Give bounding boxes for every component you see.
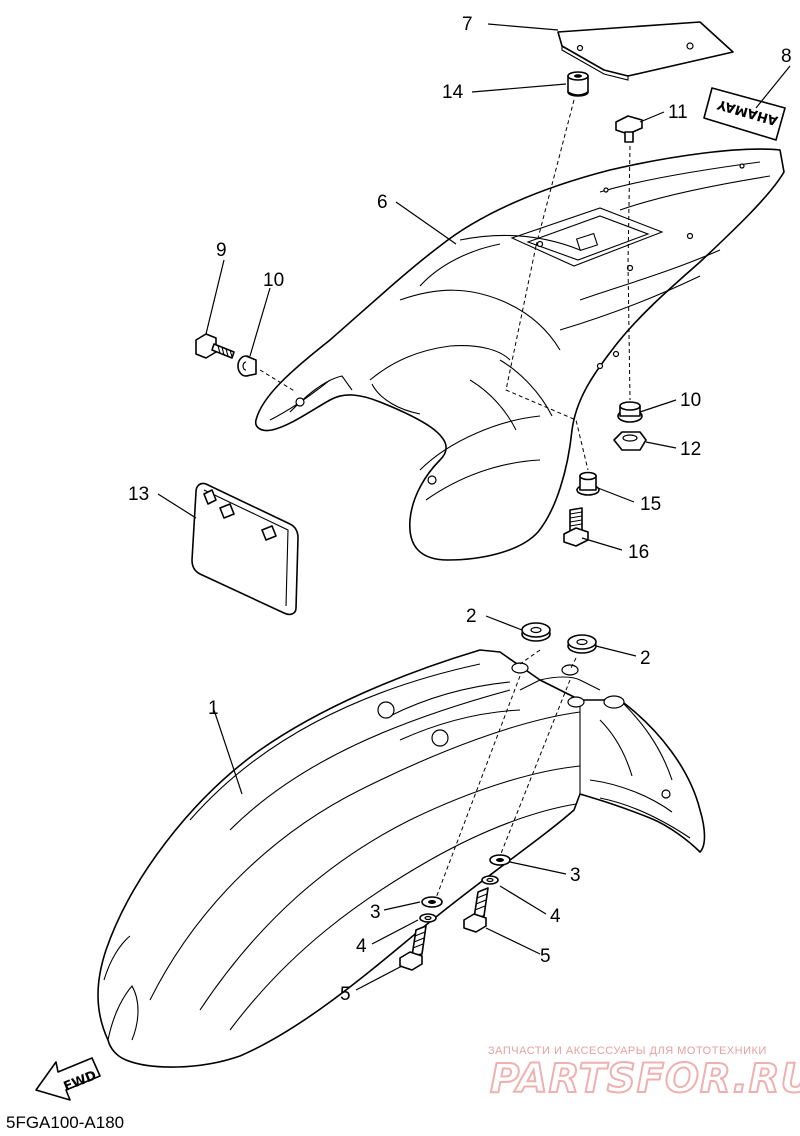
- part-2-washer-left: [521, 622, 551, 642]
- callout-13: 13: [128, 484, 149, 505]
- callouts: 7 14 8 11 6 9 10 10 12 15 16 13 1 2 2 3 …: [128, 14, 792, 1005]
- callout-12: 12: [680, 439, 701, 460]
- callout-3-left: 3: [370, 902, 381, 923]
- callout-9: 9: [216, 240, 227, 261]
- callout-10-left: 10: [263, 270, 284, 291]
- watermark-tagline: ЗАПЧАСТИ И АКСЕССУАРЫ ДЛЯ МОТОТЕХНИКИ: [488, 1045, 767, 1057]
- callout-11: 11: [668, 102, 688, 123]
- callout-4-left: 4: [356, 936, 367, 957]
- part-5-bolt-right: [463, 887, 489, 933]
- part-7-cover-plate: [557, 21, 734, 81]
- part-13-plate: [191, 482, 299, 616]
- callout-10-right: 10: [680, 390, 701, 411]
- part-15-collar: [576, 471, 600, 496]
- part-5-bolt-left: [399, 925, 427, 971]
- part-14-grommet: [567, 71, 589, 97]
- diagram-code: 5FGA100-A180: [6, 1113, 124, 1132]
- part-3-washer-right: [489, 854, 511, 866]
- part-9-bolt: [195, 333, 235, 359]
- part-4-lockwasher-right: [481, 875, 499, 885]
- part-16-bolt: [563, 507, 589, 547]
- fwd-arrow: FWD: [35, 1057, 101, 1101]
- callout-3-right: 3: [570, 865, 581, 886]
- callout-5-left: 5: [340, 984, 351, 1005]
- callout-2-left: 2: [466, 606, 477, 627]
- callout-8: 8: [781, 46, 792, 67]
- callout-4-right: 4: [550, 906, 561, 927]
- callout-2-right: 2: [640, 648, 651, 669]
- leader-lines: [157, 23, 791, 991]
- callout-7: 7: [462, 14, 473, 35]
- part-10-collar-left: [237, 355, 257, 377]
- part-8-emblem: YAMAHA: [703, 87, 786, 141]
- part-2-washer-right: [567, 634, 597, 654]
- callout-15: 15: [640, 494, 661, 515]
- part-3-washer-left: [421, 896, 443, 908]
- callout-14: 14: [442, 82, 464, 103]
- assembly-lines: [259, 99, 631, 899]
- watermark-brand: PARTSFOR.RU: [490, 1056, 800, 1102]
- watermark: ЗАПЧАСТИ И АКСЕССУАРЫ ДЛЯ МОТОТЕХНИКИ PA…: [488, 1045, 800, 1103]
- callout-6: 6: [377, 192, 388, 213]
- part-12-nut: [613, 431, 647, 451]
- part-1-front-fender: [97, 649, 706, 1068]
- part-4-lockwasher-left: [419, 913, 437, 923]
- part-11-clip: [615, 115, 643, 143]
- part-6-rear-fender: [254, 148, 785, 561]
- part-10-collar-right: [617, 401, 643, 423]
- callout-5-right: 5: [540, 946, 551, 967]
- callout-16: 16: [628, 542, 649, 563]
- callout-1: 1: [208, 698, 219, 719]
